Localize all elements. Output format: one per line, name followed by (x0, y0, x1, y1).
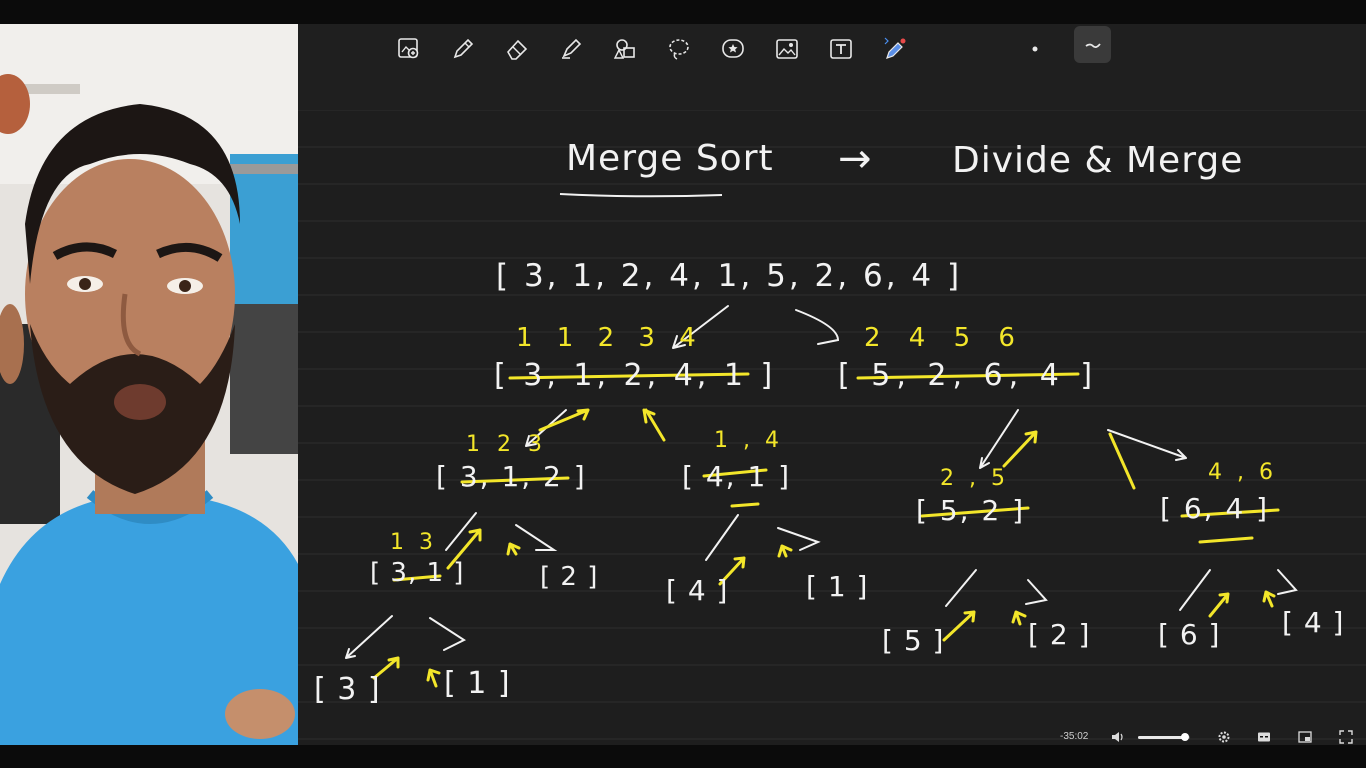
root-array: [ 3, 1, 2, 4, 1, 5, 2, 6, 4 ] (496, 258, 963, 294)
shapes-icon (613, 39, 635, 59)
highlighter-icon (562, 38, 582, 59)
presenter-webcam (0, 24, 298, 745)
level2-midleft-sorted: 1 , 4 (714, 428, 783, 453)
level4-array-1: [ 3 ] (314, 672, 381, 707)
captions-button[interactable] (1256, 730, 1272, 744)
level3-array-5: [ 5 ] (882, 624, 945, 657)
volume-button[interactable] (1110, 730, 1126, 744)
ruled-canvas[interactable]: Merge Sort → Divide & Merge [ 3, 1, 2, 4… (298, 110, 1366, 745)
video-player-controls: -35:02 (298, 730, 1366, 745)
level3-sorted: 1 3 (390, 530, 437, 555)
level2-midright-sorted: 2 , 5 (940, 466, 1009, 491)
volume-slider[interactable] (1138, 733, 1190, 741)
level2-right-sorted: 4 , 6 (1208, 460, 1277, 485)
miniplayer-button[interactable] (1297, 730, 1313, 744)
shapes-tool[interactable] (608, 32, 642, 66)
miniplayer-icon (1298, 731, 1312, 743)
pen-icon (453, 38, 474, 59)
pen-tool[interactable] (446, 32, 480, 66)
sticker-tool[interactable] (716, 32, 750, 66)
image-tool[interactable] (770, 32, 804, 66)
eraser-tool[interactable] (500, 32, 534, 66)
title-merge-sort: Merge Sort (566, 138, 774, 179)
bottom-letterbox (0, 745, 1366, 768)
top-letterbox (0, 0, 1366, 24)
settings-button[interactable] (1216, 730, 1232, 744)
zoom-tool[interactable] (392, 32, 426, 66)
fullscreen-icon (1339, 730, 1353, 744)
captions-icon (1258, 732, 1270, 742)
lasso-tool[interactable] (662, 32, 696, 66)
left-half-array: [ 3, 1, 2, 4, 1 ] (494, 358, 777, 393)
whiteboard-app: Merge Sort → Divide & Merge [ 3, 1, 2, 4… (298, 24, 1366, 745)
volume-slider-knob[interactable] (1180, 733, 1189, 741)
bluetooth-pencil-icon (884, 37, 906, 59)
volume-icon (1112, 732, 1123, 742)
text-box-icon (830, 39, 852, 59)
star-sticker-icon (722, 39, 744, 58)
lasso-icon (669, 39, 689, 60)
title-arrow: → (838, 136, 873, 182)
dot-icon (1032, 46, 1038, 52)
settings-gear-icon (1218, 731, 1230, 743)
image-icon (776, 39, 798, 59)
level3-array-3: [ 4 ] (666, 574, 729, 607)
fullscreen-button[interactable] (1338, 730, 1354, 744)
volume-slider-fill (1138, 736, 1185, 739)
wave-stroke-icon (1084, 42, 1101, 48)
ruled-lines (298, 110, 1366, 740)
right-half-sorted: 2 4 5 6 (864, 323, 1025, 353)
time-remaining: -35:02 (1060, 731, 1089, 742)
level3-array-6: [ 2 ] (1028, 618, 1091, 651)
eraser-icon (507, 39, 528, 60)
image-zoom-icon (398, 38, 419, 59)
right-half-array: [ 5, 2, 6, 4 ] (838, 358, 1099, 393)
level2-left-sorted: 1 2 3 (466, 432, 547, 457)
left-half-sorted: 1 1 2 3 4 (516, 323, 704, 353)
level2-right-array: [ 6, 4 ] (1160, 492, 1270, 525)
bluetooth-pencil-tool[interactable] (878, 32, 912, 66)
title-divide-merge: Divide & Merge (952, 140, 1244, 181)
text-tool[interactable] (824, 32, 858, 66)
level3-array-4: [ 1 ] (806, 570, 869, 603)
pen-size-dot[interactable] (1018, 32, 1052, 66)
level2-midleft-array: [ 4, 1 ] (682, 460, 792, 493)
level2-midright-array: [ 5, 2 ] (916, 494, 1026, 527)
level4-array-2: [ 1 ] (444, 666, 511, 701)
presenter-illustration (0, 24, 298, 745)
toolbar (298, 24, 1366, 110)
highlighter-tool[interactable] (554, 32, 588, 66)
level3-array-8: [ 4 ] (1282, 606, 1345, 639)
level2-left-array: [ 3, 1, 2 ] (436, 460, 587, 493)
level3-array-2: [ 2 ] (540, 562, 599, 592)
level3-array-1: [ 3, 1 ] (370, 558, 465, 588)
level3-array-7: [ 6 ] (1158, 618, 1221, 651)
stroke-style-tool[interactable] (1074, 26, 1111, 63)
